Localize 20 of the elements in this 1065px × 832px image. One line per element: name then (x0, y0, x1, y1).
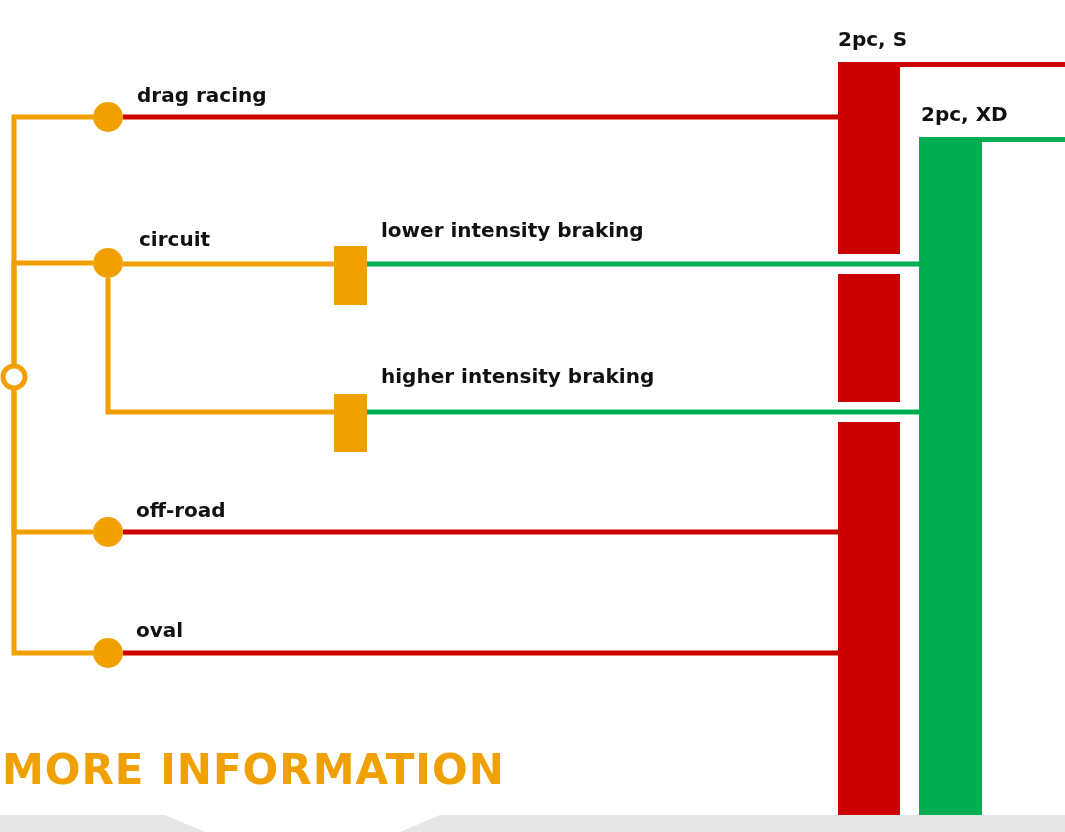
option-label: drag racing (137, 82, 267, 108)
connector-line (123, 261, 334, 267)
option-label: circuit (139, 226, 211, 252)
option-label: off-road (136, 497, 226, 523)
option-label: higher intensity braking (381, 363, 655, 389)
option-label: 2pc, S (838, 26, 908, 52)
connector-line (367, 409, 919, 415)
connector-line (123, 650, 838, 656)
connector-line (11, 389, 93, 656)
option-label: lower intensity braking (381, 217, 644, 243)
connector-line (11, 260, 93, 365)
section-heading: MORE INFORMATION (2, 745, 505, 795)
connector-line (123, 114, 838, 120)
connector-line (123, 529, 838, 535)
option-label: 2pc, XD (921, 101, 1008, 127)
connector-line (982, 137, 1065, 142)
connector-line (900, 62, 1065, 67)
connector-line (367, 261, 919, 267)
option-label: oval (136, 617, 184, 643)
connector-line (105, 278, 334, 415)
